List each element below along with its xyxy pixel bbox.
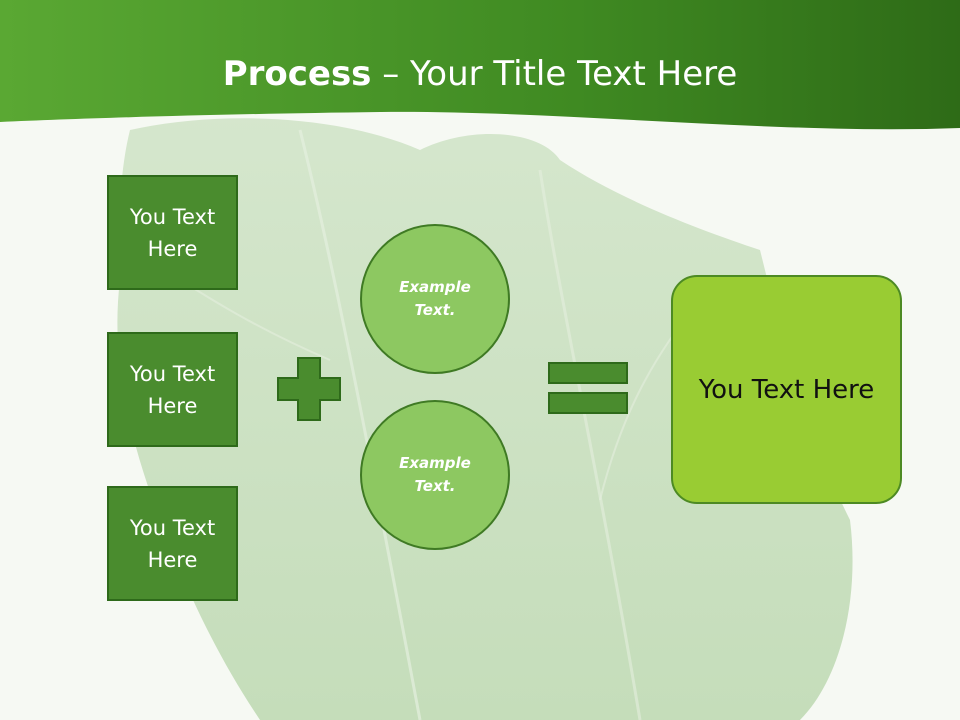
example-circle-2: Example Text. xyxy=(360,400,510,550)
input-box-2-label: You Text Here xyxy=(129,361,216,418)
example-circle-1: Example Text. xyxy=(360,224,510,374)
slide-title: Process – Your Title Text Here xyxy=(0,52,960,96)
header-band xyxy=(0,0,960,130)
input-box-1-label: You Text Here xyxy=(129,204,216,261)
equals-icon xyxy=(548,362,628,414)
result-box: You Text Here xyxy=(671,275,902,504)
example-circle-1-label: Example Text. xyxy=(399,278,471,319)
result-box-label: You Text Here xyxy=(698,374,875,405)
input-box-3: You Text Here xyxy=(107,486,238,601)
plus-icon xyxy=(277,357,341,421)
title-bold: Process xyxy=(222,54,372,94)
input-box-2: You Text Here xyxy=(107,332,238,447)
input-box-3-label: You Text Here xyxy=(129,515,216,572)
title-rest: – Your Title Text Here xyxy=(371,54,738,94)
input-box-1: You Text Here xyxy=(107,175,238,290)
example-circle-2-label: Example Text. xyxy=(399,454,471,495)
